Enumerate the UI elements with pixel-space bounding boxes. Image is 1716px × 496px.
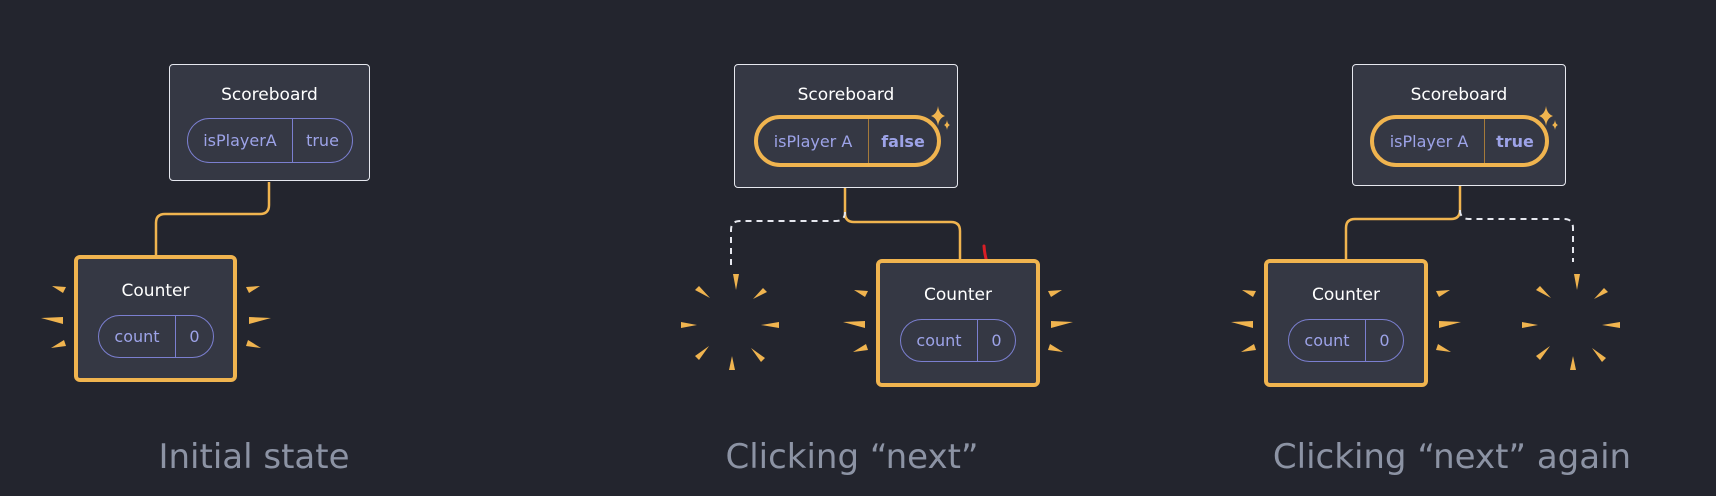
scoreboard-component: Scoreboard isPlayerA true xyxy=(169,64,370,181)
prop-key: isPlayerA xyxy=(203,131,277,150)
component-title: Counter xyxy=(1312,285,1380,305)
component-title: Scoreboard xyxy=(797,85,895,105)
panel-caption: Clicking “next” again xyxy=(1272,437,1632,477)
prop-value: 0 xyxy=(175,316,213,357)
component-title: Scoreboard xyxy=(1410,85,1508,105)
new-state-burst-icon xyxy=(843,290,1073,352)
panel-caption: Clicking “next” xyxy=(725,437,979,477)
counter-component: Counter count 0 xyxy=(876,259,1040,387)
prop-value: 0 xyxy=(977,320,1015,361)
new-state-burst-icon xyxy=(1231,290,1461,352)
prop-key: count xyxy=(114,327,160,346)
prop-value: 0 xyxy=(1365,320,1403,361)
prop-pill: count 0 xyxy=(1288,319,1404,362)
connector-removed-counter xyxy=(730,211,846,265)
prop-pill: isPlayer A true xyxy=(1370,115,1549,167)
prop-pill: count 0 xyxy=(98,315,214,358)
connector-removed-counter xyxy=(1459,209,1574,262)
prop-pill: isPlayerA true xyxy=(187,118,353,163)
scoreboard-component: Scoreboard isPlayer A true xyxy=(1352,64,1566,186)
prop-key: count xyxy=(916,331,962,350)
panel-caption: Initial state xyxy=(158,437,350,477)
scoreboard-component: Scoreboard isPlayer A false xyxy=(734,64,958,188)
connector-scoreboard-counter xyxy=(154,182,271,256)
prop-value: true xyxy=(292,119,352,162)
removed-component-burst-icon xyxy=(681,274,779,370)
new-state-burst-icon xyxy=(41,286,271,348)
connector-scoreboard-counter xyxy=(843,188,962,260)
counter-component: Counter count 0 xyxy=(74,255,237,382)
sparkle-icon xyxy=(931,106,950,130)
sparkle-icon xyxy=(1539,106,1558,130)
component-title: Scoreboard xyxy=(221,85,318,105)
prop-key: isPlayer A xyxy=(773,131,853,151)
prop-key: count xyxy=(1304,331,1350,350)
prop-key: isPlayer A xyxy=(1389,131,1469,151)
removed-component-burst-icon xyxy=(1522,274,1620,370)
prop-pill: isPlayer A false xyxy=(754,115,941,167)
prop-value: false xyxy=(868,119,937,163)
component-title: Counter xyxy=(121,281,190,301)
prop-value: true xyxy=(1484,119,1545,163)
component-title: Counter xyxy=(924,285,992,305)
prop-pill: count 0 xyxy=(900,319,1016,362)
counter-component: Counter count 0 xyxy=(1264,259,1428,387)
